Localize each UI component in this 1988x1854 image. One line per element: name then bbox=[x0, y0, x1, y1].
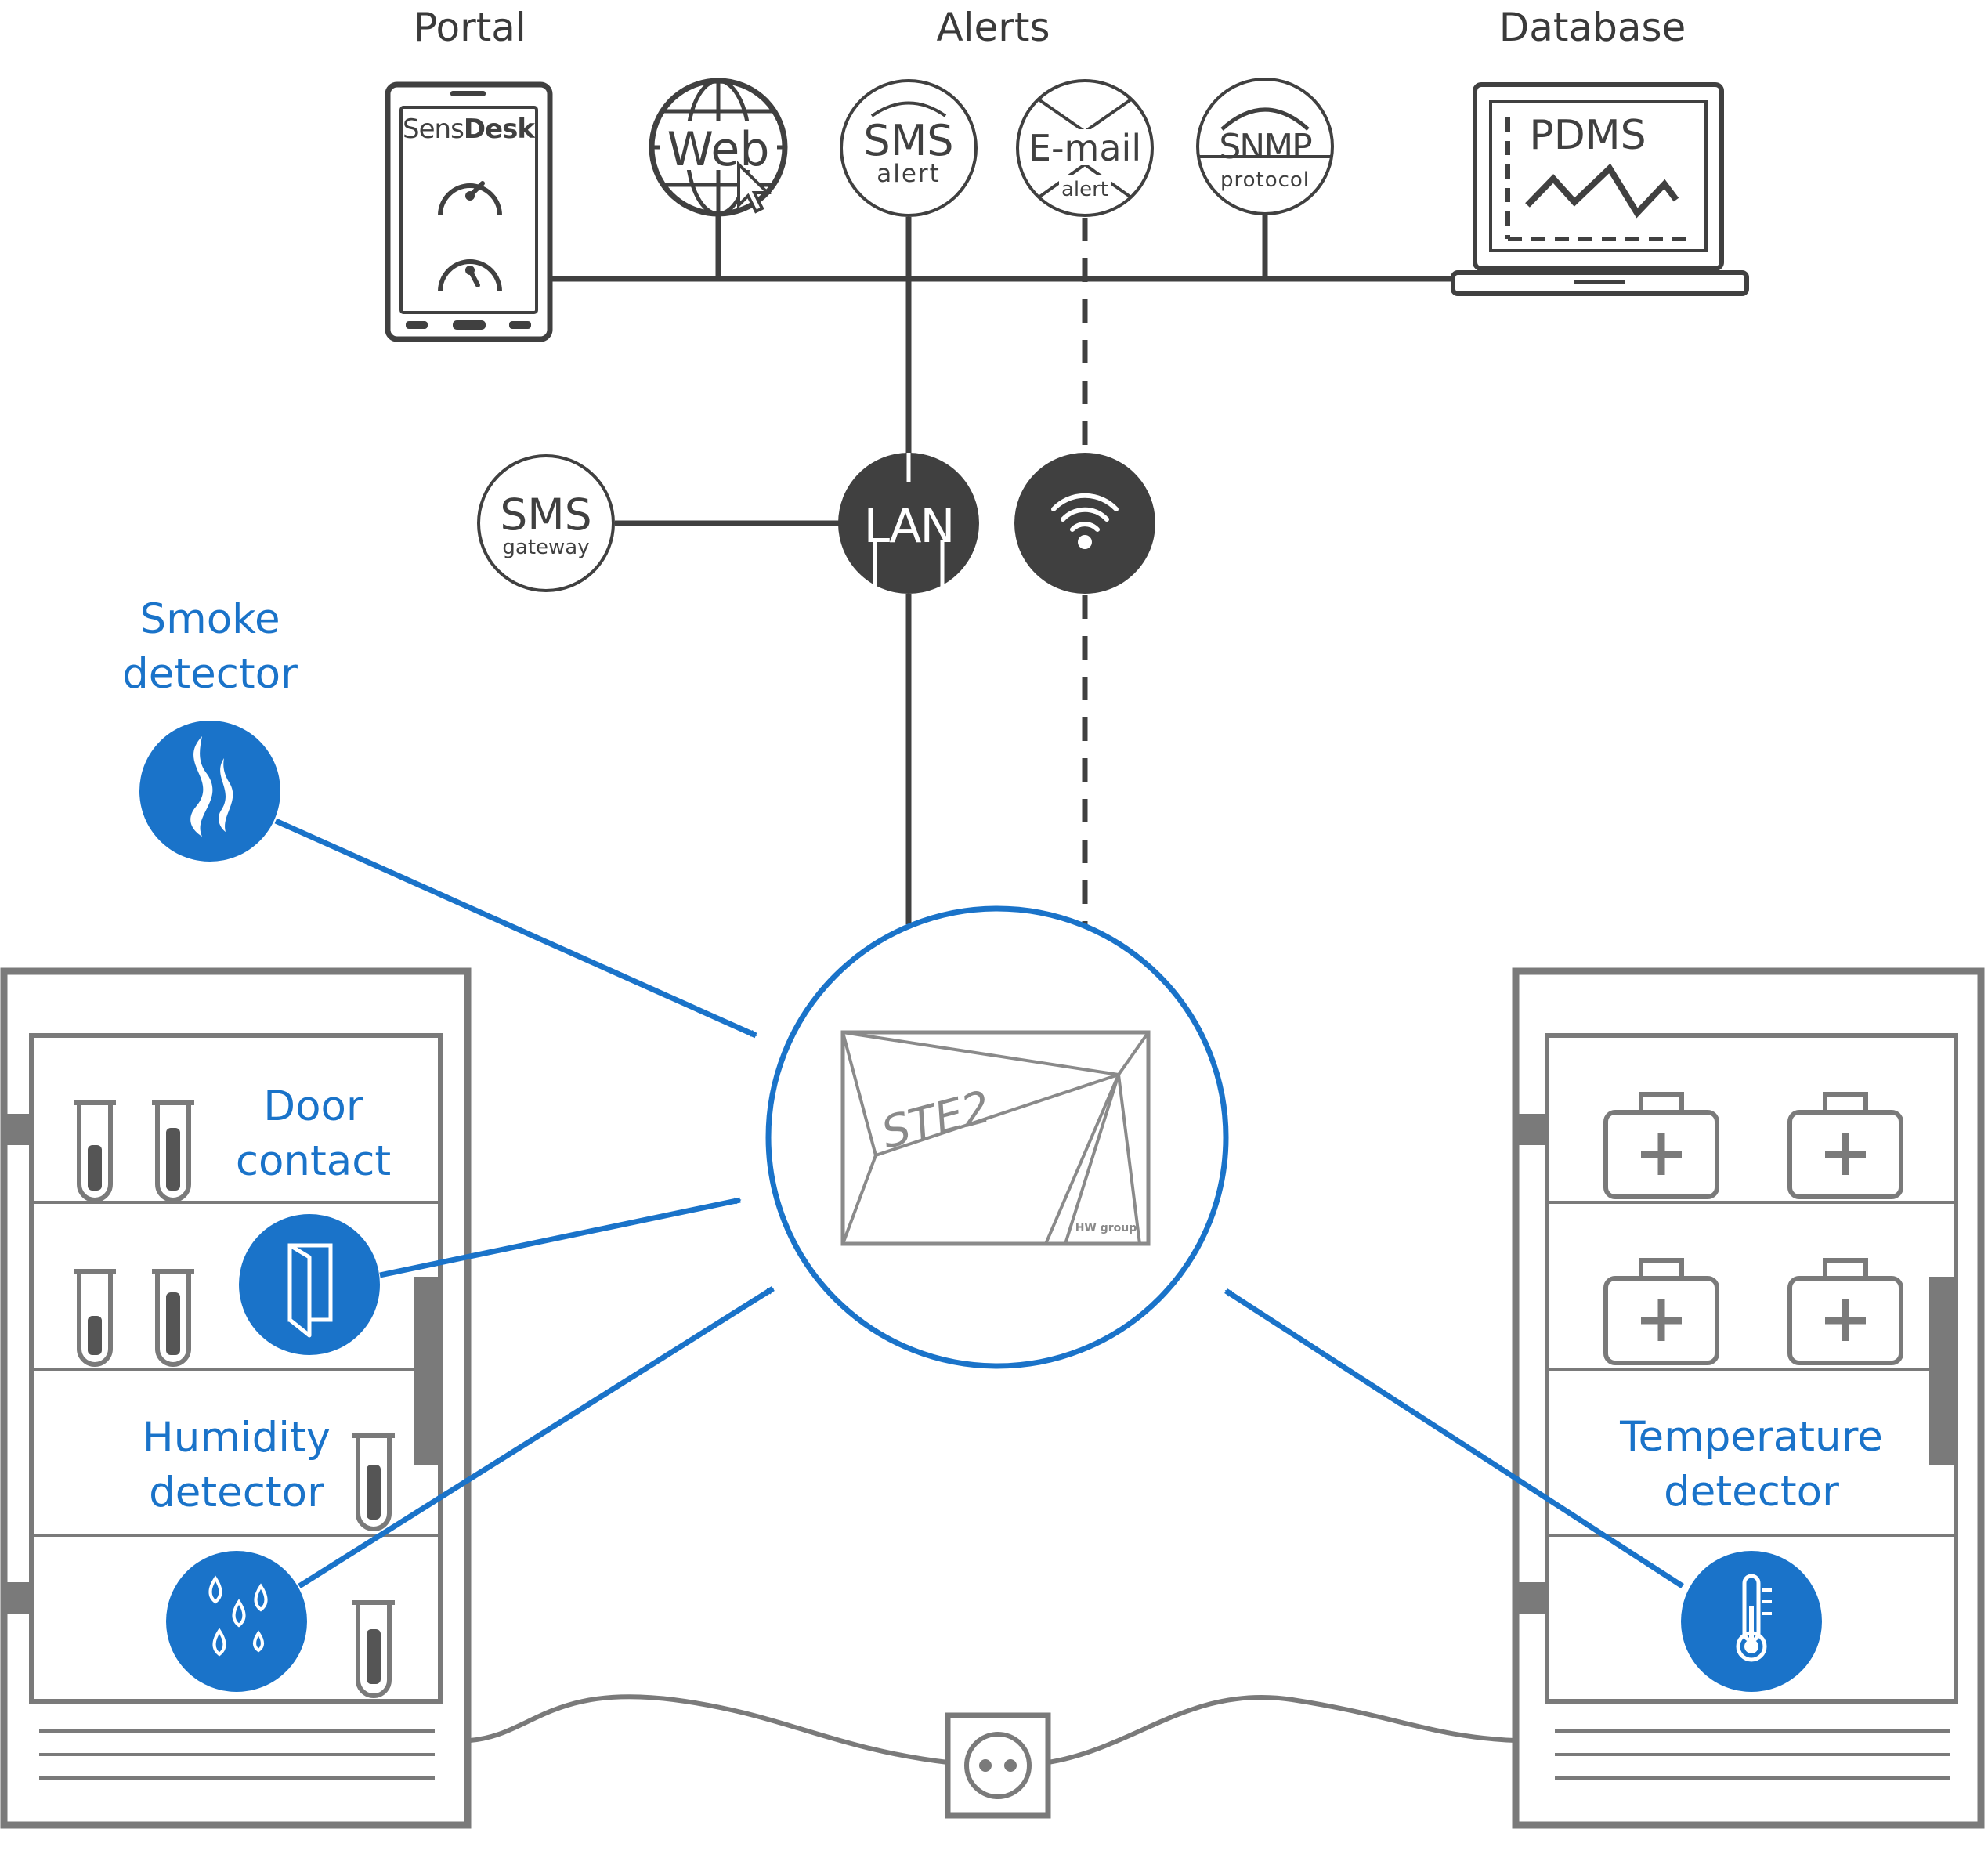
lan-label: LAN bbox=[864, 499, 954, 554]
medical-kit-icon bbox=[1603, 1092, 1719, 1199]
temperature-detector-label-line2: detector bbox=[1664, 1468, 1839, 1516]
hwgroup-brand: HW group bbox=[1075, 1222, 1137, 1234]
door-icon bbox=[287, 1243, 333, 1338]
snmp-main: SNMP bbox=[1219, 127, 1312, 167]
sms-gateway-sub: gateway bbox=[502, 536, 589, 559]
ste2-device-icon: STE2 HW group bbox=[840, 1030, 1151, 1246]
email-alert-node: E-mail alert bbox=[1016, 79, 1154, 217]
wifi-node bbox=[1014, 453, 1155, 594]
test-tube-icon bbox=[352, 1600, 395, 1698]
wifi-icon bbox=[1051, 493, 1119, 549]
sms-alert-sub: alert bbox=[877, 160, 941, 188]
gauge-icon bbox=[438, 259, 502, 292]
door-contact-node bbox=[239, 1214, 380, 1355]
sms-alert-main: SMS bbox=[863, 116, 953, 165]
database-header: Database bbox=[1499, 5, 1686, 50]
snmp-icon bbox=[1196, 78, 1334, 215]
smoke-icon bbox=[190, 736, 233, 837]
ste2-device-node: STE2 HW group bbox=[765, 905, 1229, 1369]
web-label: Web bbox=[667, 122, 770, 177]
temperature-detector-node bbox=[1681, 1551, 1822, 1692]
temperature-detector-label-line1: Temperature bbox=[1619, 1413, 1883, 1461]
power-cable bbox=[1047, 1694, 1516, 1765]
test-tube-icon bbox=[74, 1100, 116, 1202]
left-cabinet bbox=[0, 967, 472, 1829]
medical-kit-icon bbox=[1787, 1258, 1903, 1365]
snmp-node: SNMP protocol bbox=[1196, 78, 1334, 215]
humidity-arrow bbox=[298, 1286, 775, 1588]
smoke-detector-label-line2: detector bbox=[122, 650, 298, 698]
test-tube-icon bbox=[352, 1433, 395, 1531]
sensdesk-brand: SensDesk bbox=[403, 114, 536, 145]
cursor-icon bbox=[737, 161, 772, 214]
pdms-label: PDMS bbox=[1529, 112, 1646, 159]
thermometer-icon bbox=[1736, 1574, 1772, 1662]
door-contact-label-line1: Door bbox=[263, 1082, 363, 1130]
snmp-sub: protocol bbox=[1220, 168, 1310, 192]
email-alert-sub: alert bbox=[1061, 178, 1108, 201]
portal-header: Portal bbox=[414, 5, 526, 50]
medical-kit-icon bbox=[1787, 1092, 1903, 1199]
email-alert-main: E-mail bbox=[1028, 127, 1141, 169]
medical-kit-icon bbox=[1603, 1258, 1719, 1365]
temperature-arrow bbox=[1224, 1288, 1684, 1588]
water-drops-icon bbox=[208, 1575, 268, 1657]
database-laptop: PDMS bbox=[1451, 82, 1749, 296]
web-alert-node: Web bbox=[649, 78, 788, 217]
humidity-detector-label-line1: Humidity bbox=[143, 1414, 331, 1462]
sms-alert-node: SMS alert bbox=[840, 79, 978, 217]
power-outlet-icon bbox=[945, 1712, 1051, 1819]
test-tube-icon bbox=[152, 1100, 194, 1202]
portal-tablet: SensDesk bbox=[385, 81, 553, 342]
humidity-detector-label-line2: detector bbox=[149, 1469, 324, 1516]
gauge-icon bbox=[438, 181, 502, 216]
power-cable bbox=[469, 1694, 949, 1765]
smoke-detector-label-line1: Smoke bbox=[139, 595, 280, 643]
door-arrow bbox=[379, 1197, 742, 1278]
sms-gateway-icon bbox=[477, 454, 615, 592]
sms-gateway-main: SMS bbox=[500, 490, 591, 540]
smoke-detector-node bbox=[139, 721, 280, 862]
door-contact-label-line2: contact bbox=[236, 1137, 391, 1185]
right-cabinet bbox=[1512, 967, 1985, 1829]
test-tube-icon bbox=[152, 1269, 194, 1367]
lan-node: LAN bbox=[838, 453, 979, 594]
sms-gateway-node: SMS gateway bbox=[477, 454, 615, 592]
chart-line-icon bbox=[1525, 163, 1679, 219]
test-tube-icon bbox=[74, 1269, 116, 1367]
humidity-detector-node bbox=[166, 1551, 307, 1692]
smoke-arrow bbox=[274, 818, 757, 1039]
alerts-header: Alerts bbox=[936, 5, 1050, 50]
